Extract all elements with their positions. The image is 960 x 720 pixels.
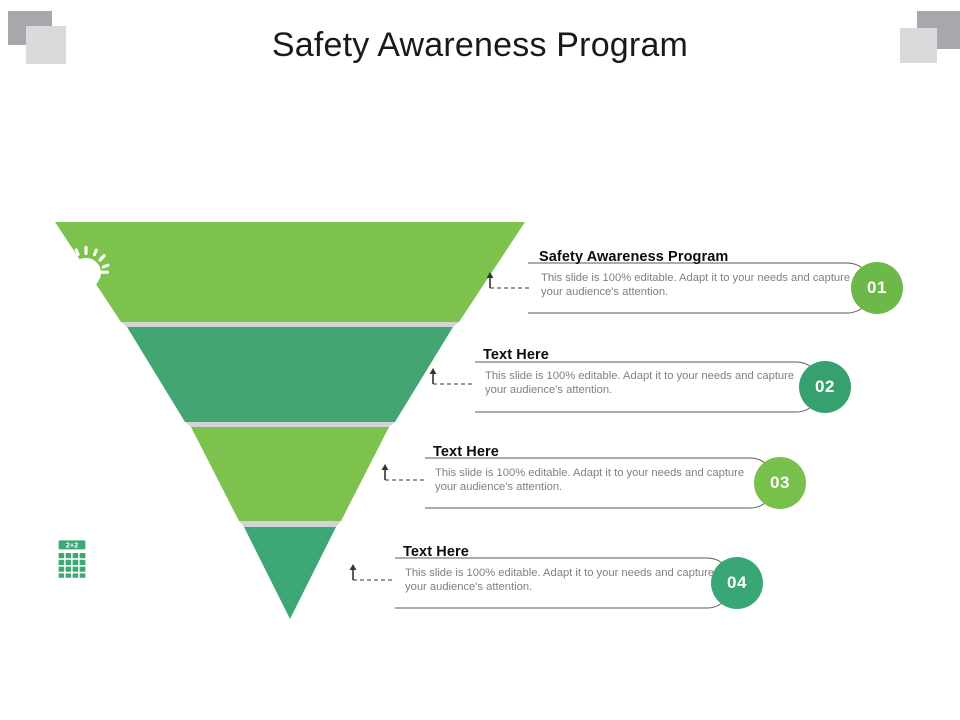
arrow-up-icon [381,464,389,470]
info-row-4[interactable]: Text Here This slide is 100% editable. A… [394,544,794,614]
funnel-section-2-shape [127,327,453,422]
info-row-2-connector [428,368,478,390]
info-row-3-body: This slide is 100% editable. Adapt it to… [435,467,745,493]
decoration-square-top-right-light [900,28,937,63]
info-row-3[interactable]: Text Here This slide is 100% editable. A… [424,444,834,514]
info-row-1-heading: Safety Awareness Program [539,249,729,265]
funnel-section-1[interactable] [55,222,525,327]
info-row-4-connector [348,564,398,586]
funnel-diagram: 2+2 [55,222,525,622]
info-row-2[interactable]: Text Here This slide is 100% editable. A… [474,347,874,418]
funnel-separator-2 [185,422,395,427]
funnel-separator-1 [121,322,459,327]
info-row-1[interactable]: Safety Awareness Program This slide is 1… [527,249,927,319]
info-row-2-badge[interactable]: 02 [799,361,851,413]
info-row-4-body: This slide is 100% editable. Adapt it to… [405,567,715,593]
info-row-1-body: This slide is 100% editable. Adapt it to… [541,272,851,298]
funnel-separator-3 [239,521,341,527]
funnel-section-1-shape [55,222,525,322]
arrow-up-icon [349,564,357,570]
info-row-1-badge[interactable]: 01 [851,262,903,314]
info-row-3-connector [380,464,428,486]
arrow-up-icon [429,368,437,374]
info-row-1-connector [485,272,533,294]
funnel-section-4-shape [244,527,336,619]
info-row-2-heading: Text Here [483,347,549,363]
info-row-4-heading: Text Here [403,544,469,560]
page-title: Safety Awareness Program [271,26,689,64]
info-row-3-heading: Text Here [433,444,499,460]
info-row-3-badge[interactable]: 03 [754,457,806,509]
arrow-up-icon [486,272,494,278]
info-row-4-badge[interactable]: 04 [711,557,763,609]
info-row-2-body: This slide is 100% editable. Adapt it to… [485,370,795,396]
decoration-square-top-left-light [26,26,66,64]
funnel-section-3-shape [191,427,389,521]
